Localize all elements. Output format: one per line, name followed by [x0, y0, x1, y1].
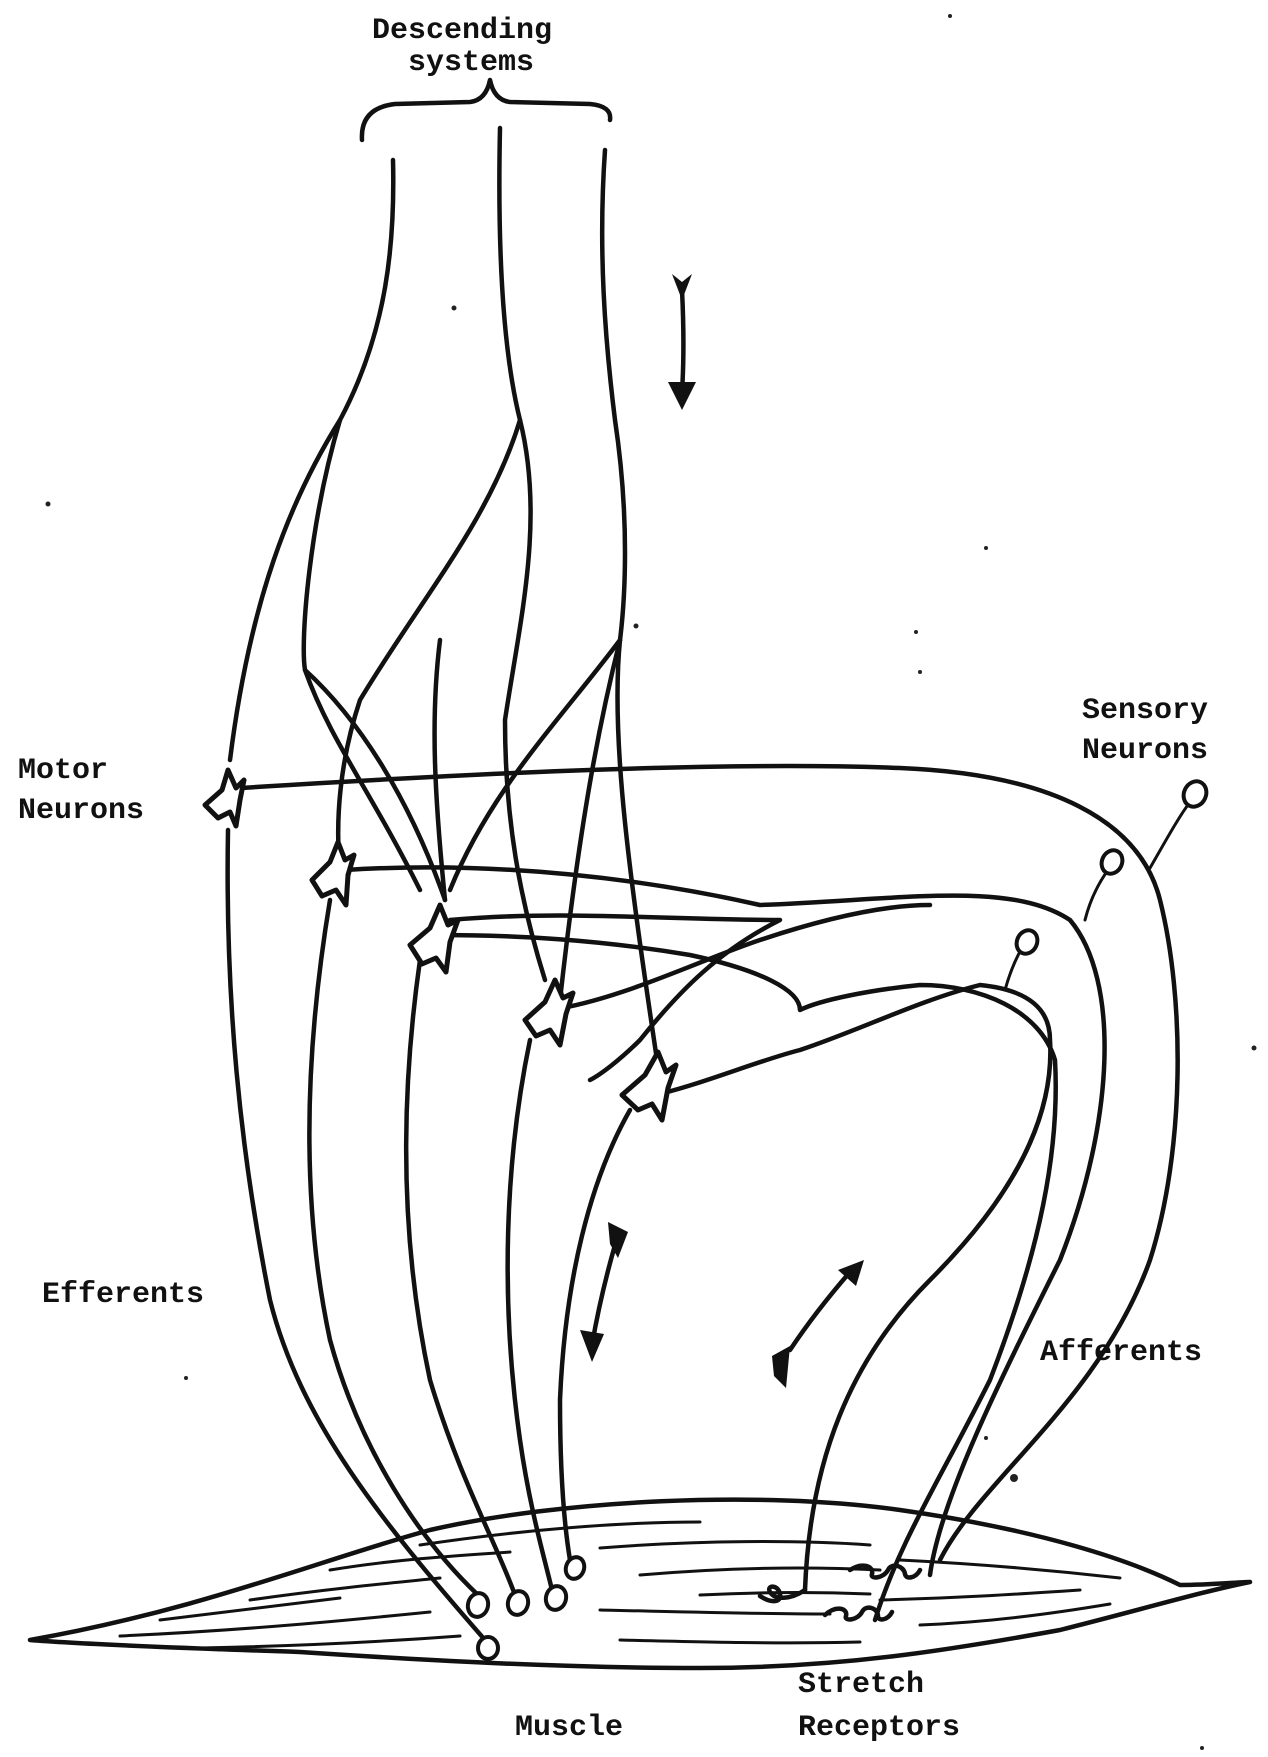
descending-brace	[359, 77, 613, 143]
stretch-receptor-1	[757, 1584, 808, 1604]
efferent-fiber-2	[307, 897, 481, 1598]
direction-arrows	[580, 274, 864, 1388]
endplate-4	[543, 1584, 569, 1612]
sensory-neuron-bodies	[1014, 779, 1209, 956]
descending-fibers	[227, 125, 663, 1083]
descending-fiber-middle-branch	[335, 417, 523, 873]
motor-neuron-soma-5	[619, 1049, 679, 1123]
motor-endplates	[465, 1555, 587, 1661]
motor-neuron-soma-4	[522, 977, 576, 1048]
afferent-fiber-outer	[237, 763, 1180, 1563]
stretch-receptors	[757, 1563, 923, 1622]
label-afferents: Afferents	[1040, 1336, 1202, 1370]
descending-fiber-left	[227, 157, 396, 763]
arrow-afferent-up	[772, 1260, 864, 1388]
sensory-stalk-2	[1083, 868, 1110, 922]
descending-fiber-right	[557, 147, 628, 1003]
paper-specks	[45, 14, 1257, 1750]
descending-fiber-right-branch	[447, 637, 623, 893]
descending-fiber-middle-branch2	[432, 637, 448, 903]
stretch-label-line1: Stretch	[798, 1668, 924, 1702]
muscle-outline	[27, 1497, 1253, 1671]
arrow-efferent-down	[580, 1222, 628, 1362]
sensory-label-line1: Sensory	[1082, 694, 1208, 728]
afferent-fiber-second	[342, 865, 1107, 1578]
sensory-stalk-3	[1003, 946, 1024, 992]
sensory-neuron-body-3	[1014, 928, 1040, 956]
motor-neuron-bodies	[202, 767, 679, 1123]
motor-neuron-soma-1	[202, 767, 247, 829]
label-descending-systems: Descending systems	[372, 14, 552, 80]
label-motor-neurons: Motor Neurons	[18, 754, 144, 828]
efferent-fibers	[225, 827, 633, 1643]
motor-neuron-soma-2	[309, 839, 357, 908]
motor-label-line1: Motor	[18, 754, 108, 788]
afferent-fiber-innermost	[652, 982, 1053, 1593]
afferent-fiber-inner	[447, 913, 783, 1083]
muscle	[27, 1497, 1253, 1671]
descending-fiber-left-branch	[301, 417, 423, 893]
descending-label-line2: systems	[408, 46, 534, 80]
stretch-receptor-3	[822, 1605, 895, 1622]
motor-label-line2: Neurons	[18, 794, 144, 828]
efferent-fiber-1	[225, 827, 488, 1643]
label-muscle: Muscle	[515, 1711, 623, 1745]
afferent-fiber-third	[432, 932, 1058, 1623]
descending-label-line1: Descending	[372, 14, 552, 48]
efferent-fiber-3	[403, 957, 518, 1598]
muscle-fibers	[118, 1520, 1122, 1650]
sensory-neuron-body-1	[1181, 779, 1209, 809]
endplate-1	[476, 1635, 500, 1661]
endplate-3	[505, 1589, 531, 1617]
afferent-fiber-inner2	[547, 902, 933, 1013]
descending-fiber-right-branch2	[615, 637, 663, 1083]
sensory-stalk-1	[1148, 800, 1192, 870]
efferent-fiber-4	[505, 1037, 555, 1593]
descending-fiber-cross	[302, 667, 448, 903]
descending-fiber-middle	[497, 125, 548, 983]
sensory-label-line2: Neurons	[1082, 734, 1208, 768]
afferent-fibers	[237, 763, 1192, 1623]
endplate-2	[465, 1591, 491, 1619]
stretch-label-line2: Receptors	[798, 1711, 960, 1745]
efferent-fiber-5	[557, 1107, 633, 1563]
endplate-5	[563, 1555, 587, 1581]
motor-neuron-soma-3	[407, 902, 461, 975]
label-sensory-neurons: Sensory Neurons	[1082, 694, 1208, 768]
label-efferents: Efferents	[42, 1278, 204, 1312]
stretch-receptor-2	[847, 1563, 923, 1580]
sensory-neuron-body-2	[1099, 848, 1125, 876]
arrow-descending-top	[668, 274, 696, 410]
label-stretch-receptors: Stretch Receptors	[798, 1668, 960, 1745]
